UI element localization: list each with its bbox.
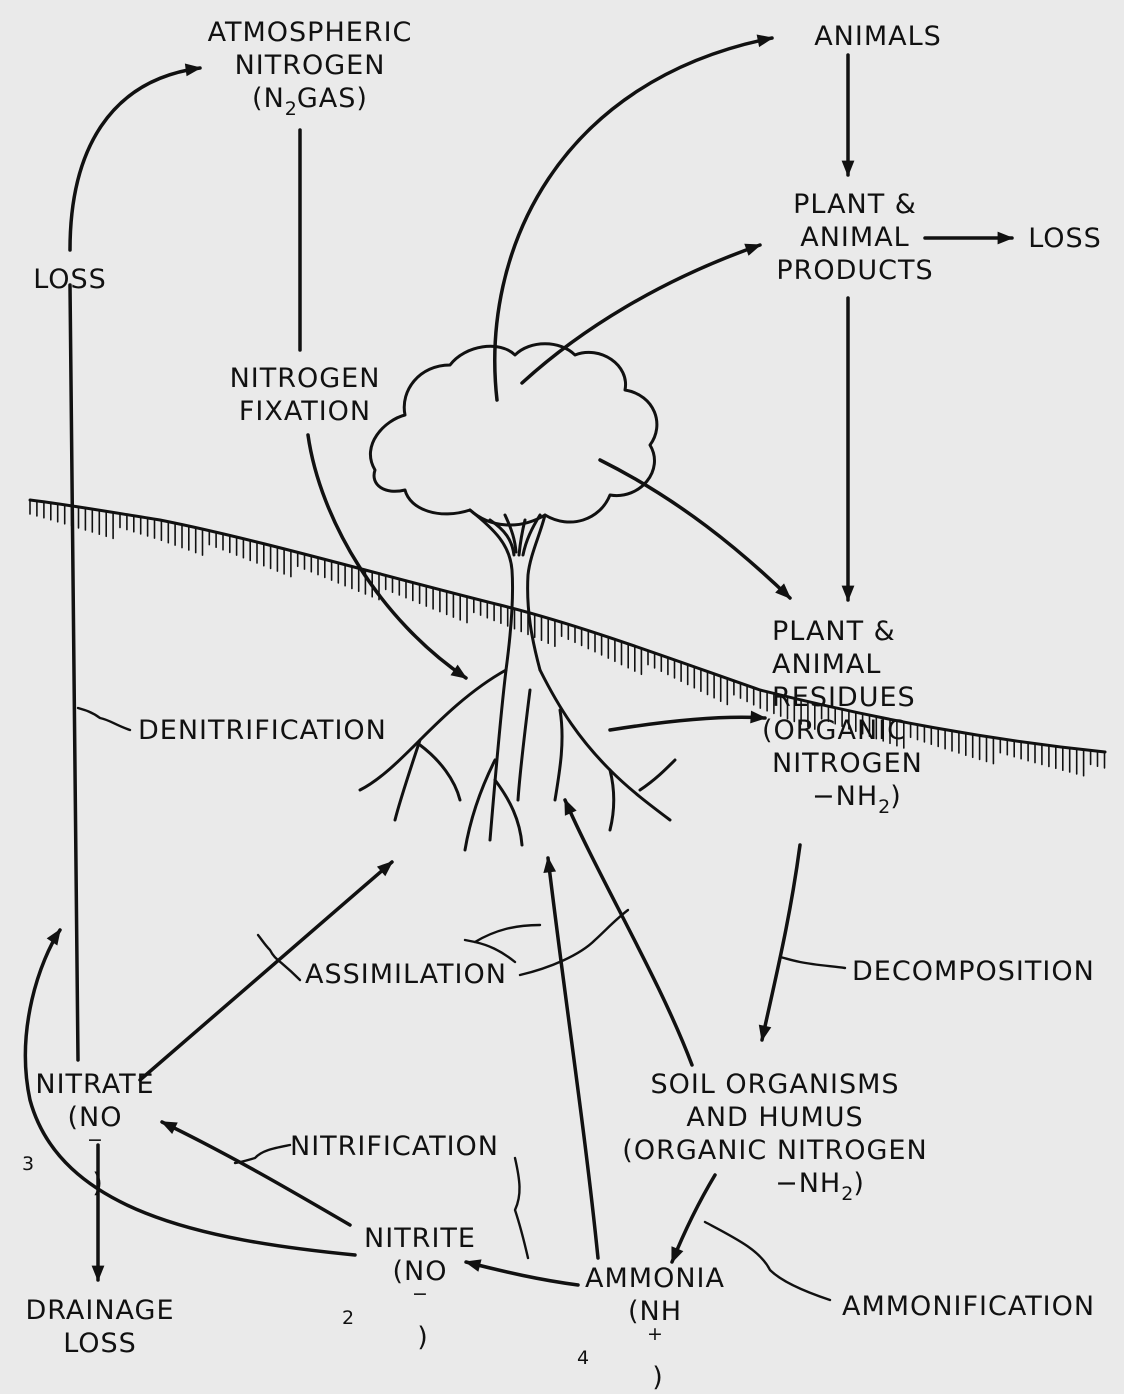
- tree-canopy: [370, 344, 656, 525]
- arrow-to-products: [522, 245, 760, 383]
- plant-animal-residues-label: PLANT & ANIMAL RESIDUES (ORGANIC NITROGE…: [752, 615, 942, 816]
- tree-roots: [360, 670, 675, 850]
- arrow-canopy-to-residues: [600, 460, 790, 598]
- loss-left-label: LOSS: [20, 263, 120, 296]
- loss-arrow-to-atmosphere: [70, 68, 200, 250]
- nitrification-label: NITRIFICATION: [290, 1130, 530, 1163]
- decomposition-label: DECOMPOSITION: [852, 955, 1117, 988]
- arrow-ammonia-assimilation: [548, 858, 598, 1258]
- assimilation-label: ASSIMILATION: [305, 958, 525, 991]
- nitrogen-fixation-label: NITROGEN FIXATION: [210, 362, 400, 428]
- tree-trunk: [470, 510, 545, 670]
- denitrification-label: DENITRIFICATION: [138, 714, 408, 747]
- drainage-loss-label: DRAINAGE LOSS: [20, 1294, 180, 1360]
- denitrification-line: [70, 285, 78, 1060]
- leader-lines: [78, 708, 845, 1300]
- products-loss-label: LOSS: [1020, 222, 1110, 255]
- soil-organisms-label: SOIL ORGANISMS AND HUMUS (ORGANIC NITROG…: [600, 1068, 950, 1203]
- nitrate-label: NITRATE (NO−3): [20, 1068, 170, 1200]
- ammonia-label: AMMONIA (NH+4): [575, 1262, 735, 1394]
- arrow-decomposition: [762, 845, 800, 1040]
- animals-label: ANIMALS: [788, 20, 968, 53]
- fixation-arrow: [308, 435, 466, 678]
- atmospheric-nitrogen-label: ATMOSPHERIC NITROGEN (N2GAS): [190, 16, 430, 118]
- ammonification-label: AMMONIFICATION: [842, 1290, 1112, 1323]
- arrow-roots-to-residues: [610, 717, 765, 730]
- plant-animal-products-label: PLANT & ANIMAL PRODUCTS: [765, 188, 945, 287]
- arrow-soil-assimilation: [565, 800, 692, 1065]
- nitrite-label: NITRITE (NO−2): [340, 1222, 500, 1354]
